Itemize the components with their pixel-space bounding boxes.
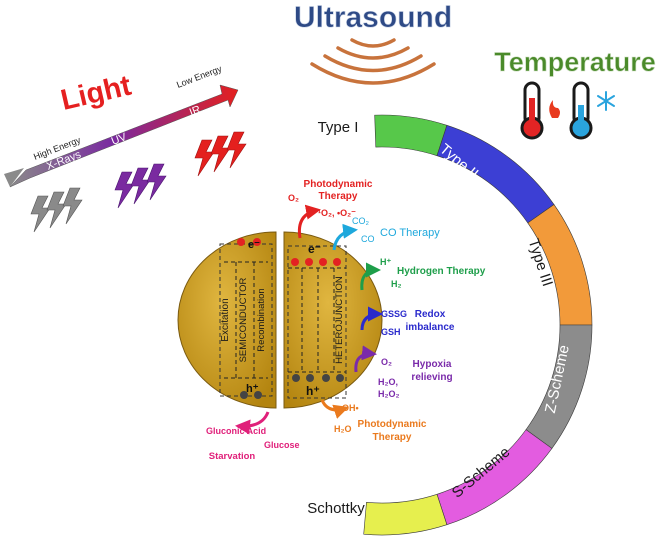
pdt-o2-label: O₂ [288,193,299,203]
ring-segment-5 [436,429,553,526]
co2-label: CO₂ [352,216,370,226]
ring-segment-2 [436,124,555,224]
low-energy-label: Low Energy [175,63,223,90]
hypoxia-h2o2-label: H₂O₂ [378,389,400,399]
co-label: CO [361,234,375,244]
hypoxia-arrow [354,345,377,373]
gssg-label: GSSG [381,309,407,319]
h2-label: H₂ [391,279,402,289]
starvation-label: Starvation [209,451,256,462]
left-hole-label: h⁺ [246,383,259,395]
heterojunction-label: HETEROJUNCTION [334,276,345,364]
hydrogen-arrow [360,262,381,291]
ultrasound-group: Ultrasound [294,1,452,85]
pdt-bottom-arrow [320,399,349,419]
redox-arrow [360,306,383,331]
oh-label: OH• [342,403,359,413]
ring-segment-6 [363,493,448,536]
pdt-bottom-title-1: Photodynamic [358,419,427,430]
light-group: Light High Energy Low Energy X-Rays UV I… [4,63,247,233]
snowflake-icon [597,91,615,111]
right-electron-label: e⁻ [308,242,321,256]
hplus-label: H⁺ [380,257,391,267]
uv-label: UV [110,131,129,148]
pdt-h2o-label: H₂O [334,424,352,434]
semiconductor-half-circle [177,231,277,409]
light-title: Light [58,70,135,117]
temperature-title: Temperature [494,47,656,77]
right-hole-label: h⁺ [306,384,320,398]
glucose-label: Glucose [264,440,300,450]
redox-label-2: imbalance [406,322,455,333]
spectrum-arrow [4,84,239,188]
heterojunction-half-circle [283,231,383,409]
flame-icon [549,100,560,118]
gsh-label: GSH [381,327,401,337]
hypoxia-label-2: relieving [411,372,452,383]
pdt-bottom-title-2: Therapy [373,432,412,443]
ring-label-6: Schottky [307,500,365,517]
recombination-label: Recombination [256,288,267,351]
ring-segment-1 [374,114,448,157]
hypoxia-o2-label: O₂ [381,357,392,367]
starvation-arrow [235,411,270,435]
excitation-label: Excitation [220,298,231,341]
co-arrow [332,223,358,251]
pdt-top-title-1: Photodynamic [304,179,373,190]
co-therapy-label: CO Therapy [380,227,440,239]
hot-thermometer-icon [520,81,544,140]
ring-label-1: Type I [318,119,359,136]
hypoxia-label-1: Hypoxia [413,359,452,370]
temperature-group: Temperature [494,47,656,140]
hydrogen-therapy-label: Hydrogen Therapy [397,266,486,277]
semiconductor-label: SEMICONDUCTOR [238,277,249,362]
xray-bolts-icon [30,187,83,233]
pdt-ros-label: ¹O₂, •O₂⁻ [318,208,356,218]
ir-label: IR [188,104,203,119]
pdt-top-title-2: Therapy [319,191,358,202]
pdt-top-arrow [297,204,321,239]
cold-thermometer-icon [569,81,593,140]
ultrasound-title: Ultrasound [294,1,452,34]
left-electron-label: e⁻ [248,239,260,251]
uv-bolts-icon [114,163,167,209]
ultrasound-waves-icon [310,38,436,85]
hypoxia-h2o-label: H₂O, [378,377,398,387]
redox-label-1: Redox [415,309,446,320]
gluconic-acid-label: Gluconic Acid [206,426,266,436]
ir-bolts-icon [194,131,247,177]
